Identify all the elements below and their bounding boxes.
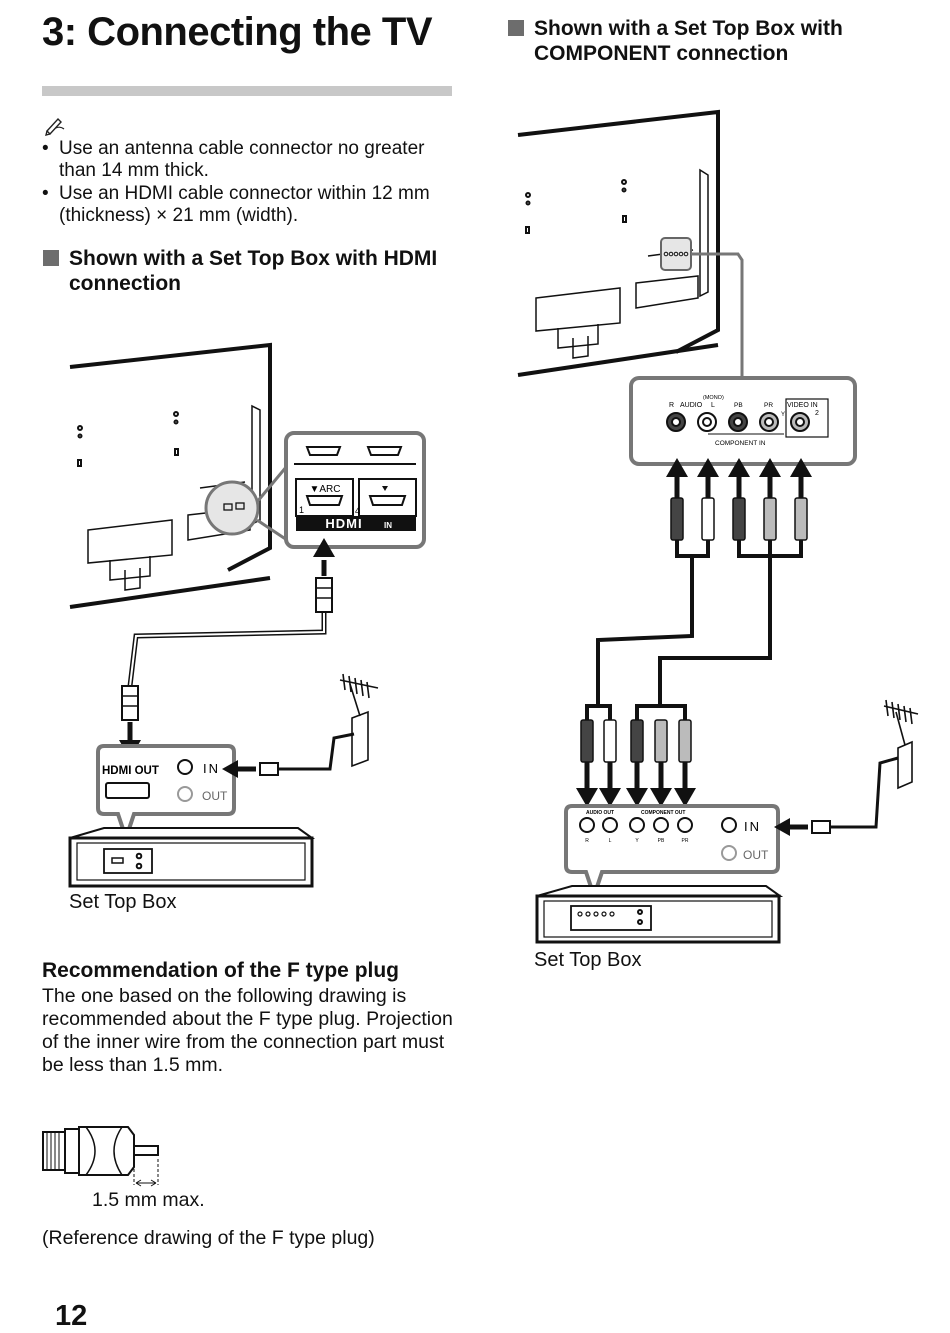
hdmi-cable <box>127 612 327 687</box>
arrow-down-icon <box>576 788 696 807</box>
svg-text:OUT: OUT <box>743 848 769 862</box>
hdmi-port-icon <box>305 495 344 506</box>
title-rule <box>42 86 452 96</box>
stb-hdmi-panel <box>96 744 236 845</box>
svg-text:PB: PB <box>734 402 743 409</box>
svg-text:OUT: OUT <box>202 789 228 803</box>
stb-caption-hdmi: Set Top Box <box>69 891 177 913</box>
svg-text:PB: PB <box>658 838 665 844</box>
recommendation-heading: Recommendation of the F type plug <box>42 959 400 982</box>
svg-text:VIDEO IN: VIDEO IN <box>787 402 818 409</box>
svg-text:L: L <box>711 402 715 409</box>
page-number: 12 <box>55 1300 88 1332</box>
svg-text:AUDIO: AUDIO <box>680 402 703 409</box>
svg-text:L: L <box>609 838 612 844</box>
hdmi-logo: HDMI <box>325 516 362 531</box>
svg-text:Y: Y <box>635 838 639 844</box>
svg-text:IN: IN <box>203 761 220 776</box>
square-bullet-icon <box>43 250 59 266</box>
antenna-icon <box>339 673 379 768</box>
set-top-box-illustration <box>68 827 316 888</box>
f-plug-drawing <box>42 1126 159 1187</box>
arrow-left-icon <box>222 760 238 778</box>
arc-label: ▼ARC <box>309 484 340 495</box>
note-item: Use an HDMI cable connector within 12 mm… <box>42 183 462 227</box>
arrow-up-icon <box>666 458 812 477</box>
hdmi-port-icon <box>366 446 403 456</box>
hdmi-port-icon <box>305 446 342 456</box>
arrow-up-icon <box>313 538 335 557</box>
svg-text:R: R <box>585 838 589 844</box>
notes-list: Use an antenna cable connector no greate… <box>42 138 462 228</box>
svg-text:R: R <box>669 402 674 409</box>
recommendation-body: The one based on the following drawing i… <box>42 985 453 1076</box>
dimension-label: 1.5 mm max. <box>92 1189 205 1211</box>
svg-text:PR: PR <box>682 838 689 844</box>
svg-text:AUDIO OUT: AUDIO OUT <box>586 810 614 816</box>
arrow-left-icon <box>774 818 790 836</box>
svg-text:IN: IN <box>384 521 392 530</box>
svg-text:4: 4 <box>355 506 360 516</box>
antenna-icon <box>883 699 919 790</box>
set-top-box-illustration <box>535 885 784 944</box>
svg-text:PR: PR <box>764 402 773 409</box>
svg-text:COMPONENT IN: COMPONENT IN <box>715 440 766 447</box>
stb-component-panel <box>564 804 780 903</box>
component-cable <box>596 540 803 706</box>
hdmi-port-icon <box>368 495 407 506</box>
rca-plug <box>670 497 808 541</box>
square-bullet-icon <box>508 20 524 36</box>
svg-text:COMPONENT OUT: COMPONENT OUT <box>641 810 685 816</box>
note-item: Use an antenna cable connector no greate… <box>42 138 462 182</box>
svg-text:Y: Y <box>781 412 785 418</box>
stb-caption-component: Set Top Box <box>534 949 642 971</box>
svg-text:IN: IN <box>744 819 761 834</box>
svg-text:1: 1 <box>299 505 304 515</box>
page-title: 3: Connecting the TV <box>42 10 433 54</box>
svg-text:(MONO): (MONO) <box>703 395 724 401</box>
pencil-note-icon <box>45 117 65 136</box>
hdmi-out-label: HDMI OUT <box>102 765 159 777</box>
port-zoom-box <box>660 237 692 271</box>
hdmi-section-heading: Shown with a Set Top Box with HDMI conne… <box>43 246 463 296</box>
rca-plug <box>580 719 692 763</box>
component-section-heading: Shown with a Set Top Box with COMPONENT … <box>508 16 928 66</box>
svg-text:2: 2 <box>815 410 819 417</box>
drawing-caption: (Reference drawing of the F type plug) <box>42 1227 375 1249</box>
